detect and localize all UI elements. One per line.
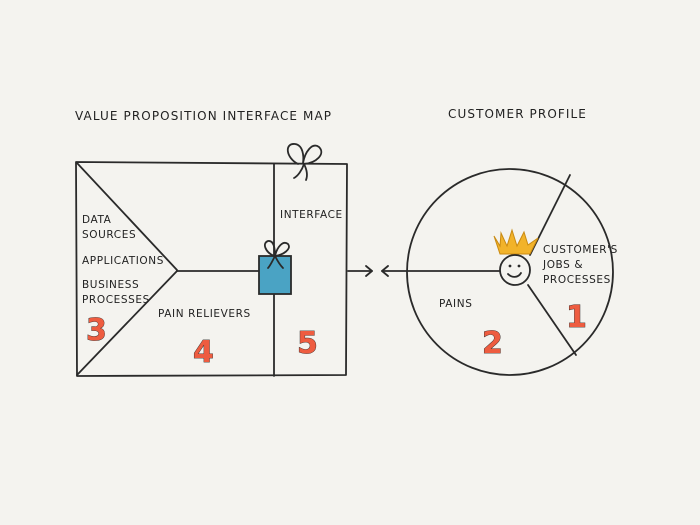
pains-label: PAINS — [439, 298, 472, 310]
customer-jobs-label-line3: PROCESSES — [543, 274, 611, 286]
gift-icon — [258, 240, 292, 295]
crown-icon — [493, 228, 539, 255]
value-map-outline — [75, 161, 348, 377]
business-processes-label-line1: BUSINESS — [82, 279, 139, 291]
value-map-box — [75, 161, 348, 377]
smiley-face-icon — [499, 254, 531, 286]
number-2: 2 — [482, 326, 503, 361]
customer-profile-title: CUSTOMER PROFILE — [448, 107, 587, 121]
profile-outline — [406, 168, 614, 376]
number-4: 4 — [193, 335, 214, 370]
value-map-diagonal-top — [76, 162, 178, 271]
double-arrow-icon — [347, 265, 407, 277]
bow-icon — [286, 143, 323, 181]
pain-relievers-label: PAIN RELIEVERS — [158, 308, 251, 320]
customer-jobs-label-line2: JOBS & — [542, 259, 583, 271]
number-5: 5 — [297, 326, 318, 361]
interface-label: INTERFACE — [280, 209, 343, 221]
number-3: 3 — [86, 313, 107, 348]
number-1: 1 — [566, 300, 587, 335]
customer-jobs-label-line1: CUSTOMER'S — [543, 244, 618, 256]
applications-label: APPLICATIONS — [82, 255, 164, 267]
value-map-diagonal-bottom — [76, 270, 178, 376]
profile-divider-bottom — [527, 284, 577, 356]
data-sources-label-line2: SOURCES — [82, 229, 136, 241]
business-processes-label-line2: PROCESSES — [82, 294, 150, 306]
value-map-title: VALUE PROPOSITION INTERFACE MAP — [75, 109, 332, 123]
data-sources-label-line1: DATA — [82, 214, 112, 226]
